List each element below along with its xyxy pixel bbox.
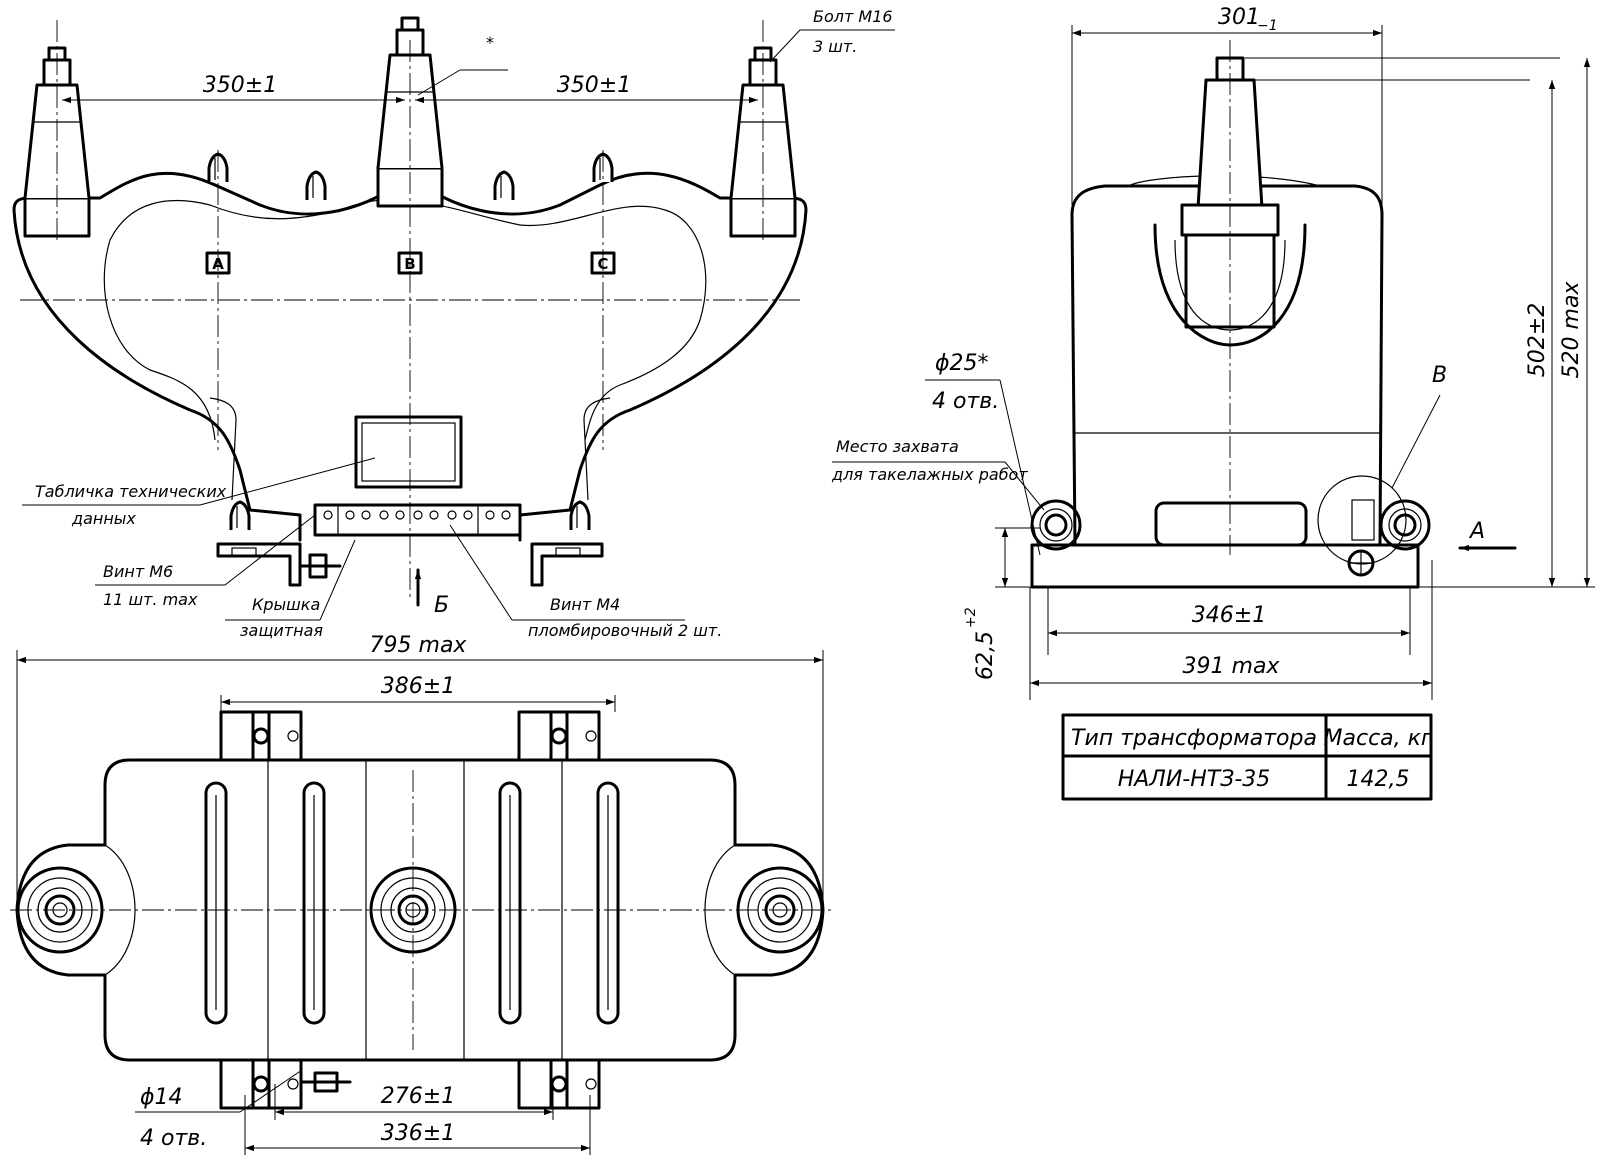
top-view: 795 max 386±1 276±1 336±1 ϕ14 4 отв.: [10, 633, 835, 1155]
eye-count: 4 отв.: [932, 389, 999, 414]
screw-m4-qty: пломбировочный 2 шт.: [528, 621, 722, 640]
dim-foot-span: 386±1: [381, 674, 455, 699]
dim-base-height-tol: +2: [963, 607, 979, 628]
dim-overall-length: 795 max: [370, 633, 468, 658]
table-cell-type: НАЛИ-НТЗ-35: [1118, 767, 1271, 792]
dim-pitch-right: 350±1: [557, 73, 631, 98]
lift-label-1: Место захвата: [836, 437, 959, 456]
lift-label-2: для такелажных работ: [831, 465, 1028, 484]
nameplate-label-2: данных: [71, 509, 136, 528]
nameplate-label-1: Табличка технических: [35, 482, 227, 501]
view-arrow-a: А: [1468, 519, 1485, 544]
front-view: А В С 350±1 350±: [12, 7, 895, 640]
screw-m6-qty: 11 шт. max: [103, 590, 198, 609]
dim-base-height: 62,5: [973, 631, 998, 680]
cover-label-1: Крышка: [252, 595, 320, 614]
star-note: *: [486, 33, 494, 52]
dim-height-max: 520 max: [1559, 281, 1584, 379]
dim-base-max: 391 max: [1183, 654, 1281, 679]
view-arrow-b: Б: [434, 593, 449, 618]
dim-base-width: 346±1: [1192, 603, 1266, 628]
side-view: 301 −1 502±2 520 max 346±1 391 max 62,5 …: [831, 5, 1595, 700]
table-cell-mass: 142,5: [1347, 767, 1410, 792]
bolt-label: Болт М16: [813, 7, 893, 26]
dim-hole-span-inner: 276±1: [381, 1084, 455, 1109]
table-header-type: Тип трансформатора: [1071, 726, 1317, 751]
spec-table: Тип трансформатора Масса, кг НАЛИ-НТЗ-35…: [1061, 713, 1433, 801]
hole-count: 4 отв.: [140, 1126, 207, 1151]
screw-m4-label: Винт М4: [550, 595, 620, 614]
hole-diameter: ϕ14: [140, 1085, 183, 1110]
dim-hole-span-outer: 336±1: [381, 1121, 455, 1146]
table-header-mass: Масса, кг: [1324, 726, 1433, 751]
dim-pitch-left: 350±1: [203, 73, 277, 98]
bolt-qty: 3 шт.: [813, 37, 857, 56]
dim-depth-tol: −1: [1257, 18, 1278, 34]
screw-m6-label: Винт М6: [103, 562, 173, 581]
detail-label-v: В: [1432, 363, 1447, 388]
cover-label-2: защитная: [240, 621, 323, 640]
eye-diameter: ϕ25*: [935, 351, 989, 376]
dim-depth: 301: [1218, 5, 1260, 30]
dim-height: 502±2: [1525, 303, 1550, 377]
